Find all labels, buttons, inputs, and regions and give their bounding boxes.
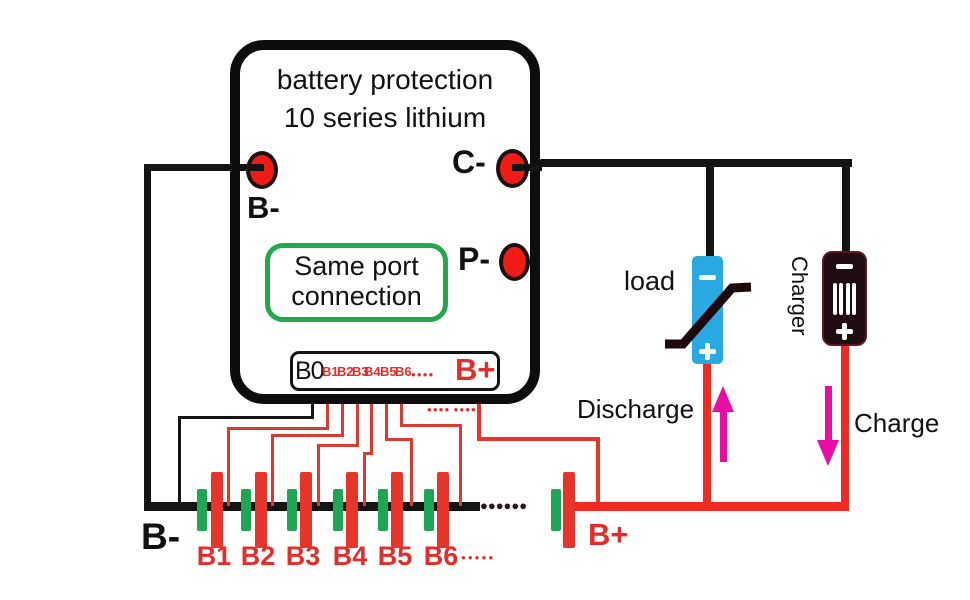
wire-b3-v	[317, 444, 320, 506]
terminal-c-minus-label: C-	[452, 144, 486, 180]
charger-minus-icon	[836, 264, 853, 269]
wire-battery-bus-black	[144, 502, 480, 511]
battery-bplus-label: B+	[588, 517, 629, 552]
connector-pin-label-b4: B4	[364, 364, 381, 379]
wire-b4-h	[363, 452, 373, 455]
cell5-positive-plate	[391, 472, 403, 548]
discharge-arrow-shaft	[720, 410, 727, 462]
wire-b0-horizontal	[178, 416, 314, 419]
cell2-positive-plate	[255, 472, 267, 548]
wire-bplus-v	[596, 437, 600, 506]
cell4-positive-plate	[346, 472, 358, 548]
terminal-p-minus-label: P-	[458, 241, 490, 277]
wire-bplus-h	[477, 437, 600, 441]
cell-label-b2: B2	[240, 541, 276, 571]
load-label: load	[624, 266, 676, 296]
wire-b4-v	[363, 452, 366, 506]
wire-load-bottom	[703, 358, 711, 508]
wire-b2-v	[271, 434, 274, 506]
discharge-arrow-up-icon	[712, 386, 734, 412]
charger-plus-icon-h	[836, 329, 853, 334]
load-plus-icon-h	[699, 349, 716, 354]
wire-b2-pin	[341, 398, 344, 437]
last-cell-positive-plate	[563, 472, 575, 548]
connector-pin-label-b3: B3	[352, 364, 369, 379]
cell-labels-ellipsis-dots: ●●●●●	[461, 553, 496, 562]
charger-plug-bar4	[852, 283, 856, 315]
wire-b6-h	[400, 424, 462, 427]
connector-bplus-label: B+	[455, 352, 496, 387]
board-title-line1: battery protection	[276, 64, 494, 95]
wire-b0-pin	[311, 391, 314, 419]
balance-connector-strip	[290, 351, 500, 391]
wire-b5-pin	[385, 398, 388, 441]
cell6-positive-plate	[437, 472, 449, 548]
wire-b1-h	[227, 427, 329, 430]
wire-b6-v	[459, 424, 462, 506]
series-more-cells-dots: ●●●●●●	[480, 498, 528, 513]
cell-label-b4: B4	[332, 541, 368, 571]
cell3-positive-plate	[300, 472, 312, 548]
cell-label-b5: B5	[377, 541, 413, 571]
wire-bminus-horizontal	[147, 164, 257, 171]
cell-label-b1: B1	[196, 541, 232, 571]
wire-b2-h	[271, 434, 344, 437]
charger-plug-bar1	[833, 283, 837, 315]
connector-pin-label-b2: B2	[337, 364, 354, 379]
note-line1: Same port	[294, 251, 419, 281]
terminal-c-minus-stub	[512, 164, 542, 171]
wire-b1-pin	[326, 398, 329, 430]
cell6-negative-plate	[424, 489, 434, 531]
wire-b6-pin	[400, 398, 403, 427]
charge-arrow-shaft	[825, 386, 832, 442]
wire-b1-v	[227, 427, 230, 506]
connector-pin-label-b6: B6	[395, 364, 412, 379]
cell2-negative-plate	[241, 489, 251, 531]
wire-b5-h	[385, 438, 413, 441]
wire-load-top	[706, 159, 714, 259]
connector-pin-label-b5: B5	[380, 364, 397, 379]
omitted-wires-dots: ●●●● ●●●●	[427, 405, 477, 414]
cell-label-b6: B6	[423, 541, 459, 571]
cell1-negative-plate	[197, 489, 207, 531]
wire-charger-top	[842, 159, 850, 254]
terminal-p-minus	[499, 243, 530, 281]
charge-label: Charge	[854, 408, 940, 438]
charge-arrow-down-icon	[817, 440, 839, 466]
connector-more-pins-dots: ●●●●	[411, 370, 435, 379]
note-line2: connection	[291, 281, 422, 311]
cell-label-b3: B3	[285, 541, 321, 571]
terminal-b-minus-stub	[240, 164, 264, 171]
wire-charger-bottom	[841, 342, 849, 508]
cell4-negative-plate	[333, 489, 343, 531]
wire-bplus-pin	[477, 398, 481, 440]
load-switch-slash-icon	[665, 282, 752, 349]
wire-b3-h	[317, 444, 359, 447]
connector-b0-label: B0	[295, 357, 325, 385]
cell3-negative-plate	[287, 489, 297, 531]
wire-b4-pin	[370, 398, 373, 455]
last-cell-negative-plate	[551, 489, 561, 531]
wire-b0-vertical	[178, 416, 181, 506]
wire-bminus-vertical	[144, 164, 151, 510]
bms-board	[230, 40, 540, 404]
connector-pin-label-b1: B1	[322, 364, 339, 379]
wire-cminus-horizontal	[520, 159, 852, 167]
cell1-positive-plate	[211, 472, 223, 548]
wire-b3-pin	[356, 398, 359, 447]
cell5-negative-plate	[378, 489, 388, 531]
load-minus-icon	[699, 275, 716, 280]
board-title-line2: 10 series lithium	[283, 102, 487, 133]
charger-plug-bar3	[846, 283, 850, 315]
charger-plug-bar2	[839, 283, 843, 315]
discharge-label: Discharge	[577, 394, 695, 424]
same-port-note-box	[265, 243, 448, 322]
battery-bminus-label: B-	[141, 516, 181, 557]
wire-b5-v	[410, 438, 413, 506]
terminal-b-minus-label: B-	[247, 190, 280, 225]
charger-label: Charger	[787, 256, 812, 336]
